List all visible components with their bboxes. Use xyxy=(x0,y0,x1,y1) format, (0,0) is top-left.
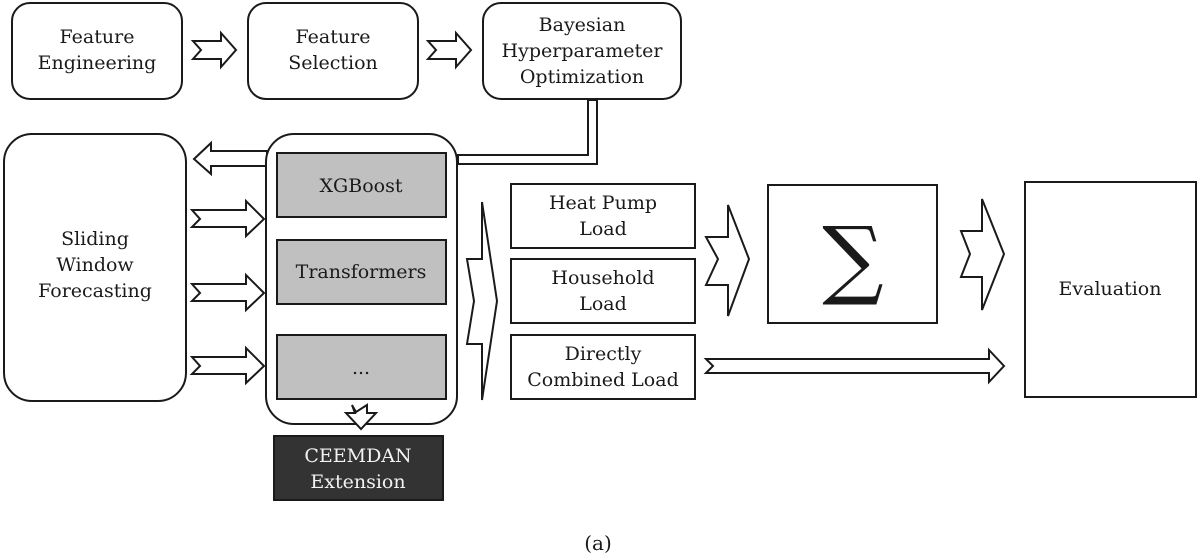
feature-selection-label-1: Feature xyxy=(296,26,371,48)
directly-combined-load-box: Directly Combined Load xyxy=(510,334,696,400)
bayesian-label-1: Bayesian xyxy=(539,14,626,36)
arrow-models-to-loads xyxy=(465,201,499,401)
sliding-window-box: Sliding Window Forecasting xyxy=(3,133,187,402)
bayesian-to-models-connector xyxy=(457,99,598,165)
combined-label-2: Combined Load xyxy=(527,369,678,391)
feature-engineering-label-1: Feature xyxy=(60,26,135,48)
ceemdan-extension-box: CEEMDAN Extension xyxy=(273,435,444,501)
model-transformers: Transformers xyxy=(276,239,447,305)
arrow-loads-to-sum xyxy=(704,204,751,317)
model-xgboost: XGBoost xyxy=(276,152,447,218)
feature-selection-label-2: Selection xyxy=(288,52,378,74)
household-load-box: Household Load xyxy=(510,258,696,324)
household-label-1: Household xyxy=(551,267,654,289)
feature-selection-box: Feature Selection xyxy=(247,2,419,100)
household-label-2: Load xyxy=(579,293,627,315)
combined-label-1: Directly xyxy=(565,343,642,365)
arrow-sum-to-evaluation xyxy=(959,198,1006,311)
heat-pump-load-box: Heat Pump Load xyxy=(510,183,696,249)
evaluation-label: Evaluation xyxy=(1059,278,1162,300)
sum-box: ∑ xyxy=(767,184,938,324)
transformers-label: Transformers xyxy=(296,261,427,283)
feature-engineering-label-2: Engineering xyxy=(38,52,157,74)
heat-pump-label-1: Heat Pump xyxy=(549,192,657,214)
sliding-window-label-2: Window xyxy=(56,254,134,276)
arrow-sw-to-other xyxy=(189,345,266,386)
model-container: XGBoost Transformers ... xyxy=(265,133,458,425)
bayesian-label-2: Hyperparameter xyxy=(502,40,664,62)
arrow-fs-to-bo xyxy=(425,30,473,70)
arrow-models-to-ceemdan xyxy=(343,403,379,431)
arrow-sw-to-transformers xyxy=(189,272,266,313)
arrow-combined-to-evaluation xyxy=(703,347,1006,385)
model-other: ... xyxy=(276,334,447,400)
xgboost-label: XGBoost xyxy=(320,175,403,197)
other-model-label: ... xyxy=(352,357,370,379)
heat-pump-label-2: Load xyxy=(579,218,627,240)
arrow-sw-to-xgboost xyxy=(189,198,266,239)
sliding-window-label-3: Forecasting xyxy=(38,280,152,302)
bayesian-label-3: Optimization xyxy=(520,66,644,88)
figure-caption: (a) xyxy=(584,531,612,555)
arrow-models-to-sliding-window xyxy=(192,140,268,177)
ceemdan-label-2: Extension xyxy=(310,471,405,493)
ceemdan-label-1: CEEMDAN xyxy=(304,445,411,467)
bayesian-optimization-box: Bayesian Hyperparameter Optimization xyxy=(482,2,682,100)
evaluation-box: Evaluation xyxy=(1024,181,1197,398)
feature-engineering-box: Feature Engineering xyxy=(11,2,183,100)
sliding-window-label-1: Sliding xyxy=(61,228,129,250)
sigma-symbol: ∑ xyxy=(822,209,883,309)
arrow-fe-to-fs xyxy=(190,30,238,70)
